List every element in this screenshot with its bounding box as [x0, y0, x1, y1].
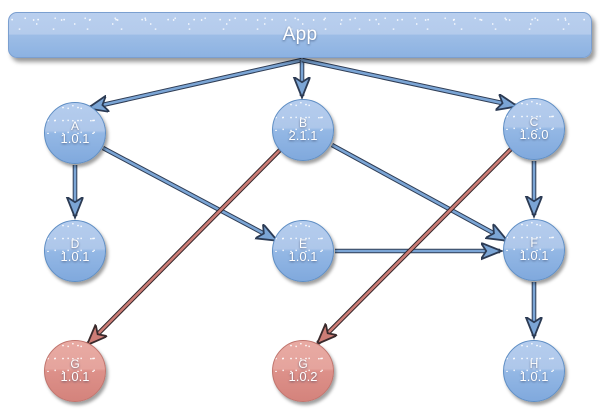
- node-c[interactable]: C 1.6.0: [503, 98, 565, 160]
- node-g-2-version: 1.0.2: [288, 369, 318, 385]
- node-e[interactable]: E 1.0.1: [272, 220, 334, 282]
- edges-conflict: [88, 146, 514, 344]
- node-h-name: H: [529, 357, 539, 372]
- node-e-version: 1.0.1: [288, 249, 318, 265]
- edge-b-f: [330, 142, 506, 243]
- node-b[interactable]: B 2.1.1: [272, 99, 334, 161]
- node-d-version: 1.0.1: [60, 249, 90, 265]
- edge-a-e: [101, 145, 276, 243]
- node-d[interactable]: D 1.0.1: [44, 220, 106, 282]
- node-g-2-name: G: [298, 357, 308, 372]
- edge-c-g2: [318, 146, 514, 343]
- node-b-name: B: [298, 116, 307, 131]
- node-g-2[interactable]: G 1.0.2: [272, 340, 334, 402]
- edge-app-a: [89, 57, 303, 108]
- node-f-name: F: [530, 236, 538, 251]
- node-g-1-name: G: [70, 357, 80, 372]
- node-e-name: E: [298, 237, 307, 252]
- node-c-name: C: [529, 115, 539, 130]
- node-g-1-version: 1.0.1: [60, 369, 90, 385]
- edges-normal: [75, 57, 534, 336]
- edge-b-g1: [88, 148, 282, 344]
- app-root-label: App: [282, 24, 318, 45]
- app-root-bar[interactable]: App: [8, 12, 592, 58]
- node-d-name: D: [70, 237, 80, 252]
- node-h[interactable]: H 1.0.1: [503, 340, 565, 402]
- node-a[interactable]: A 1.0.1: [44, 102, 106, 164]
- node-a-name: A: [70, 119, 79, 134]
- node-h-version: 1.0.1: [519, 369, 549, 385]
- node-g-1[interactable]: G 1.0.1: [44, 340, 106, 402]
- node-b-version: 2.1.1: [288, 128, 318, 144]
- node-f-version: 1.0.1: [519, 248, 549, 264]
- node-f[interactable]: F 1.0.1: [503, 219, 565, 281]
- edge-app-c: [301, 57, 516, 106]
- node-a-version: 1.0.1: [60, 131, 90, 147]
- node-c-version: 1.6.0: [519, 127, 549, 143]
